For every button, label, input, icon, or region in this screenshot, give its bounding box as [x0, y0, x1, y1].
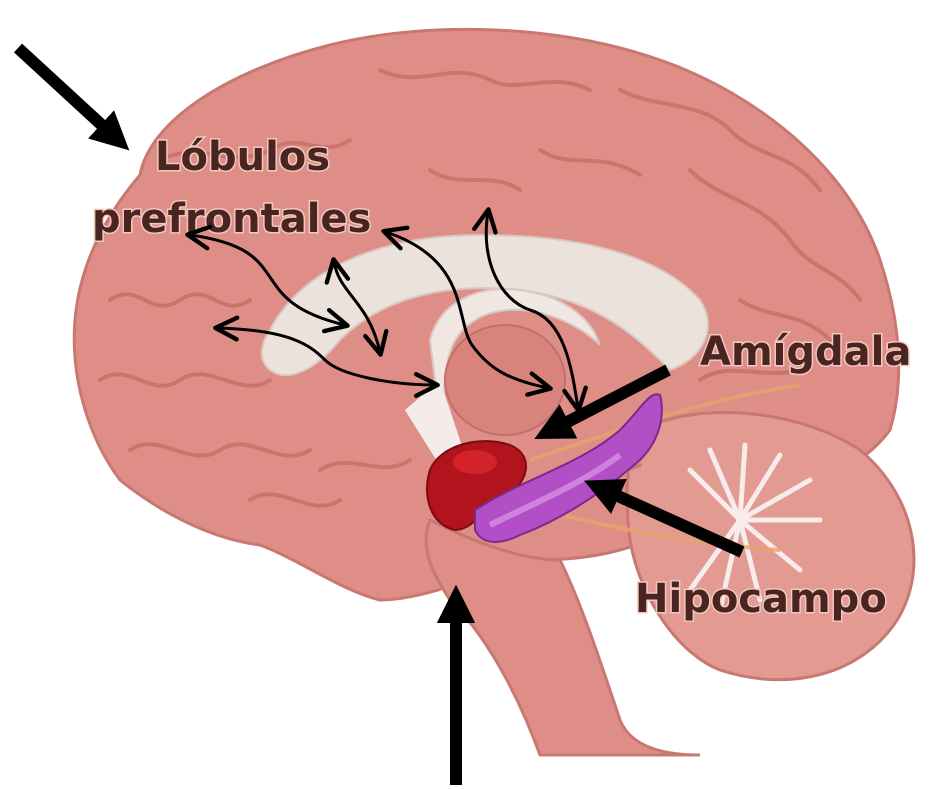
label-prefrontales: prefrontales — [92, 196, 371, 242]
thalamus — [445, 325, 565, 435]
label-hipocampo: Hipocampo — [635, 576, 887, 622]
label-lobulos: Lóbulos — [155, 134, 330, 180]
arrow-icon — [18, 48, 118, 140]
label-amigdala: Amígdala — [700, 329, 911, 375]
